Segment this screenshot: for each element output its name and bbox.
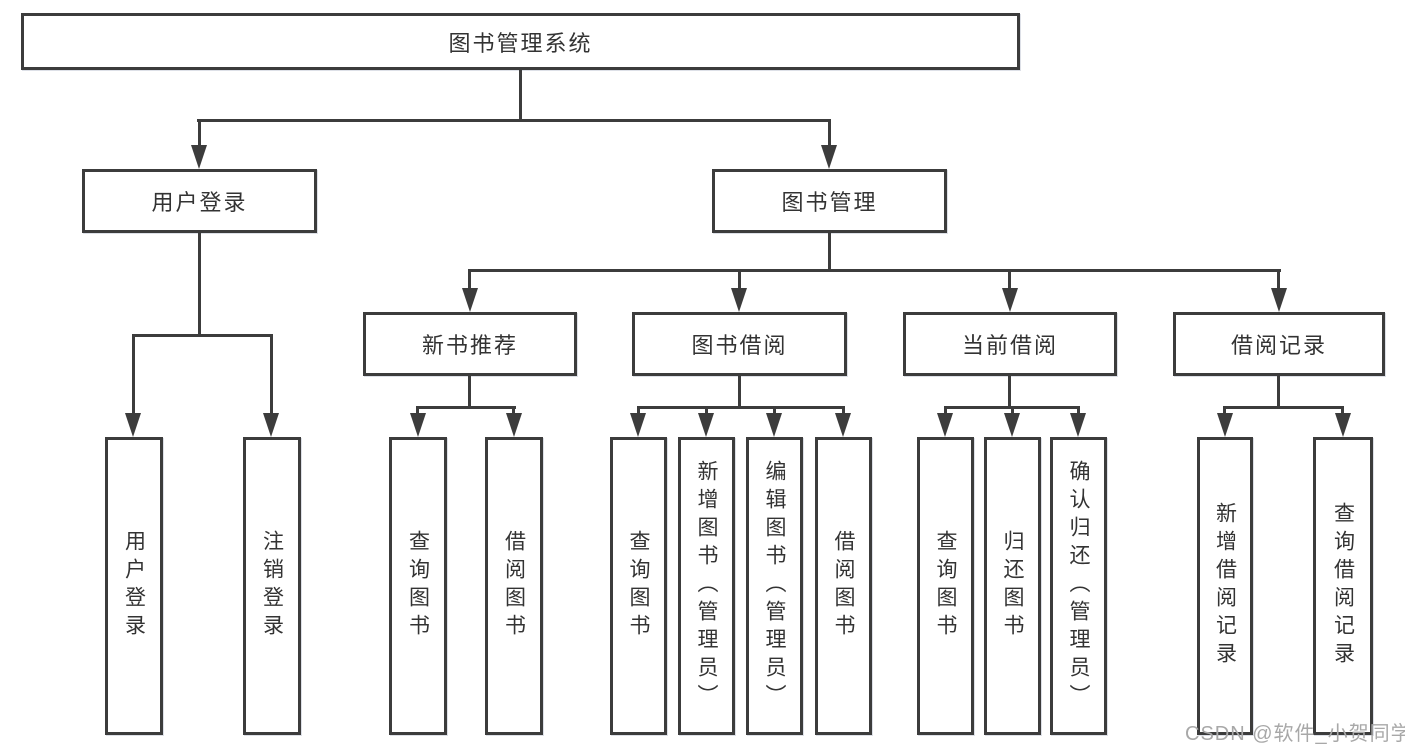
- connector-leaf-stem: [512, 406, 515, 418]
- connector-borrowing-bus: [637, 406, 845, 409]
- arrow-down-icon: [263, 413, 279, 437]
- connector-leaf-stem: [637, 406, 640, 418]
- connector-leaf-stem: [1223, 406, 1226, 418]
- leaf-borrowing-search: 查询图书: [610, 437, 667, 735]
- arrow-down-icon: [835, 413, 851, 437]
- connector-leaf-stem: [842, 406, 845, 418]
- node-new-books: 新书推荐: [363, 312, 577, 376]
- connector-borrowing-stem: [738, 376, 741, 408]
- arrow-down-icon: [1070, 413, 1086, 437]
- connector-to-borrowing: [738, 269, 741, 291]
- leaf-records-search: 查询借阅记录: [1313, 437, 1373, 735]
- arrow-down-icon: [1271, 288, 1287, 312]
- connector-to-user-login: [198, 119, 201, 149]
- leaf-current-return: 归还图书: [984, 437, 1041, 735]
- node-user-login-label: 用户登录: [151, 190, 248, 215]
- node-current-borrow: 当前借阅: [903, 312, 1117, 376]
- leaf-label: 查询图书: [627, 530, 650, 642]
- connector-leaf-stem: [416, 406, 419, 418]
- arrow-down-icon: [1217, 413, 1233, 437]
- connector-book-management-stem: [828, 233, 831, 272]
- arrow-down-icon: [191, 145, 207, 169]
- leaf-label: 查询图书: [934, 530, 957, 642]
- arrow-down-icon: [937, 413, 953, 437]
- leaf-current-confirm-return: 确认归还（管理员）: [1050, 437, 1107, 735]
- arrow-down-icon: [1335, 413, 1351, 437]
- node-book-management-label: 图书管理: [781, 190, 878, 215]
- arrow-down-icon: [410, 413, 426, 437]
- leaf-user-login: 用户登录: [105, 437, 163, 735]
- connector-to-leaf-login: [132, 334, 135, 416]
- connector-book-management-bus: [468, 269, 1281, 272]
- arrow-down-icon: [1002, 288, 1018, 312]
- node-book-management: 图书管理: [712, 169, 947, 233]
- connector-user-login-bus: [132, 334, 273, 337]
- node-borrowing: 图书借阅: [632, 312, 847, 376]
- connector-leaf-stem: [705, 406, 708, 418]
- leaf-label: 新增图书（管理员）: [695, 460, 718, 712]
- connector-leaf-stem: [1011, 406, 1014, 418]
- leaf-borrowing-edit: 编辑图书（管理员）: [746, 437, 803, 735]
- arrow-down-icon: [1004, 413, 1020, 437]
- leaf-label: 新增借阅记录: [1213, 502, 1237, 670]
- connector-to-book-management: [828, 119, 831, 149]
- connector-leaf-stem: [944, 406, 947, 418]
- arrow-down-icon: [462, 288, 478, 312]
- connector-new-books-stem: [468, 376, 471, 408]
- connector-leaf-stem: [773, 406, 776, 418]
- node-new-books-label: 新书推荐: [421, 333, 518, 358]
- leaf-label: 查询借阅记录: [1331, 502, 1355, 670]
- connector-to-current: [1008, 269, 1011, 291]
- arrow-down-icon: [506, 413, 522, 437]
- arrow-down-icon: [821, 145, 837, 169]
- connector-records-bus: [1223, 406, 1344, 409]
- node-borrow-records-label: 借阅记录: [1230, 333, 1327, 358]
- leaf-label: 用户登录: [122, 530, 146, 642]
- connector-to-new-books: [468, 269, 471, 291]
- leaf-label: 归还图书: [1001, 530, 1024, 642]
- leaf-current-search: 查询图书: [917, 437, 974, 735]
- connector-to-records: [1277, 269, 1280, 291]
- leaf-borrowing-add: 新增图书（管理员）: [678, 437, 735, 735]
- csdn-watermark: CSDN @软件_小贺同学: [1185, 723, 1405, 745]
- leaf-borrowing-borrow: 借阅图书: [815, 437, 872, 735]
- leaf-label: 确认归还（管理员）: [1067, 460, 1090, 712]
- leaf-logout: 注销登录: [243, 437, 301, 735]
- arrow-down-icon: [125, 413, 141, 437]
- connector-current-stem: [1008, 376, 1011, 408]
- leaf-label: 注销登录: [260, 530, 284, 642]
- connector-root-bus: [197, 119, 831, 122]
- connector-to-leaf-logout: [270, 334, 273, 416]
- leaf-label: 借阅图书: [832, 530, 855, 642]
- connector-leaf-stem: [1077, 406, 1080, 418]
- leaf-label: 查询图书: [406, 530, 430, 642]
- leaf-newbooks-search: 查询图书: [389, 437, 447, 735]
- connector-leaf-stem: [1341, 406, 1344, 418]
- leaf-label: 借阅图书: [502, 530, 526, 642]
- arrow-down-icon: [698, 413, 714, 437]
- arrow-down-icon: [731, 288, 747, 312]
- connector-user-login-stem: [198, 233, 201, 337]
- connector-records-stem: [1277, 376, 1280, 408]
- node-root-label: 图书管理系统: [448, 30, 593, 56]
- arrow-down-icon: [630, 413, 646, 437]
- arrow-down-icon: [766, 413, 782, 437]
- node-root: 图书管理系统: [21, 13, 1020, 70]
- connector-root-stem: [519, 70, 522, 121]
- node-current-borrow-label: 当前借阅: [961, 333, 1058, 358]
- leaf-records-add: 新增借阅记录: [1197, 437, 1253, 735]
- node-borrow-records: 借阅记录: [1173, 312, 1385, 376]
- leaf-label: 编辑图书（管理员）: [763, 460, 786, 712]
- leaf-newbooks-borrow: 借阅图书: [485, 437, 543, 735]
- node-borrowing-label: 图书借阅: [691, 333, 788, 358]
- connector-new-books-bus: [416, 406, 516, 409]
- node-user-login: 用户登录: [82, 169, 317, 233]
